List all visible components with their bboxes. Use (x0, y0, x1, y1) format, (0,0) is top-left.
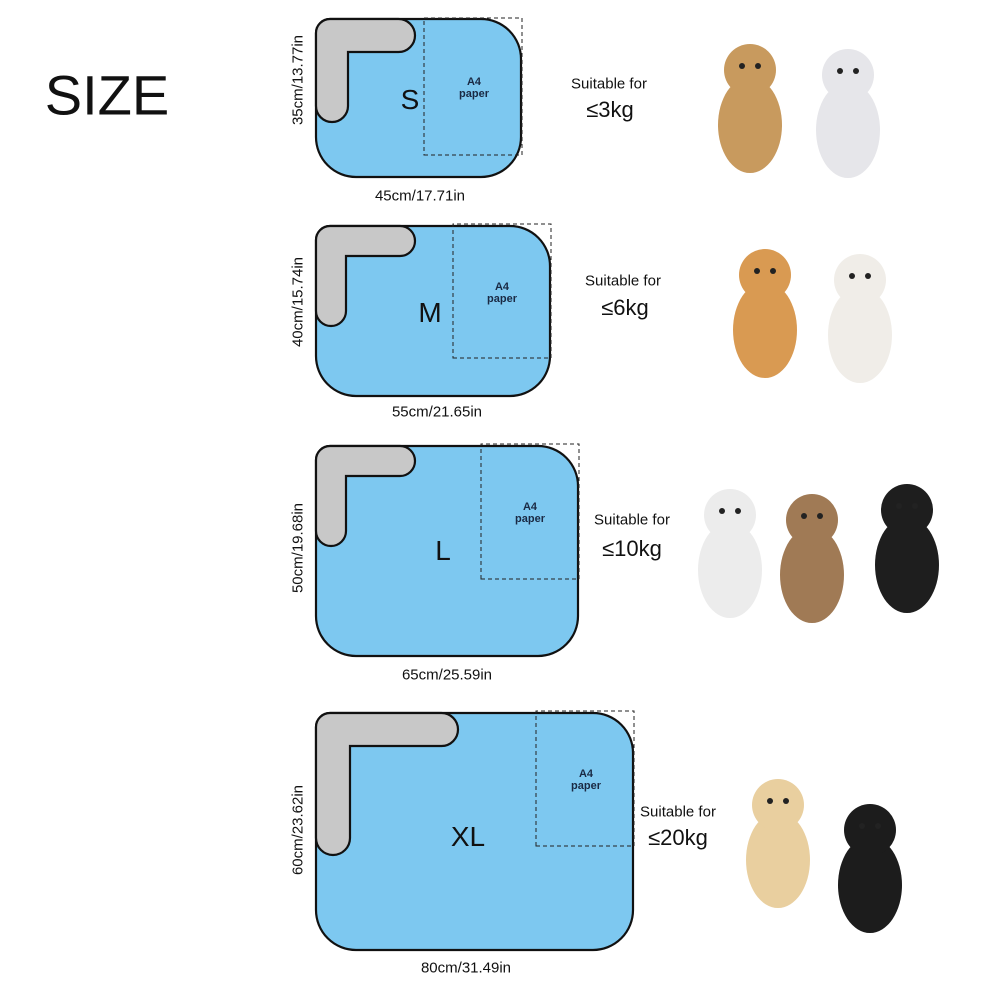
page-title: SIZE (44, 63, 170, 127)
bolster-xl (314, 711, 460, 857)
width-label-s: 45cm/17.71in (374, 187, 466, 205)
paper-text: paper (459, 88, 489, 100)
golden-retriever-eye (783, 798, 789, 804)
poodle-head (704, 489, 756, 541)
puppy-body (816, 82, 880, 178)
border-collie-body (838, 837, 902, 933)
spaniel-body (875, 517, 939, 613)
poodle-eye (735, 508, 741, 514)
kitten-body (718, 77, 782, 173)
width-label-xl: 80cm/31.49in (420, 959, 512, 977)
border-collie-head (844, 804, 896, 856)
a4-outline-m (452, 223, 552, 359)
cat-eye (849, 273, 855, 279)
golden-retriever-eye (767, 798, 773, 804)
suitable-label-m: Suitable for (585, 272, 661, 290)
kitten-eye (755, 63, 761, 69)
suitable-label-xl: Suitable for (640, 803, 716, 821)
poodle-eye (719, 508, 725, 514)
cat-body (828, 287, 892, 383)
pomeranian-body (733, 282, 797, 378)
size-label-s: S (400, 84, 420, 115)
a4-outline-s (423, 17, 523, 156)
bolster-l (314, 444, 417, 548)
poodle-body (698, 522, 762, 618)
shih-tzu-head (786, 494, 838, 546)
weight-label-xl: ≤20kg (648, 825, 708, 850)
border-collie-eye (875, 823, 881, 829)
pomeranian-eye (754, 268, 760, 274)
shih-tzu-body (780, 527, 844, 623)
spaniel-head (881, 484, 933, 536)
paper-text: paper (571, 780, 601, 792)
bolster-m (314, 224, 417, 328)
golden-retriever-head (752, 779, 804, 831)
puppy-eye (853, 68, 859, 74)
size-label-xl: XL (450, 821, 486, 852)
puppy-head (822, 49, 874, 101)
border-collie-eye (859, 823, 865, 829)
height-label-m: 40cm/15.74in (289, 256, 307, 348)
shih-tzu-eye (801, 513, 807, 519)
weight-label-m: ≤6kg (601, 295, 649, 320)
spaniel-eye (896, 503, 902, 509)
spaniel-eye (912, 503, 918, 509)
height-label-l: 50cm/19.68in (289, 502, 307, 594)
size-label-l: L (435, 535, 451, 566)
size-label-m: M (418, 297, 442, 328)
kitten-head (724, 44, 776, 96)
a4-text: A4 (578, 768, 594, 780)
a4-outline-xl (535, 710, 635, 847)
suitable-label-s: Suitable for (571, 75, 647, 93)
paper-text: paper (515, 513, 545, 525)
cat-eye (865, 273, 871, 279)
puppy-eye (837, 68, 843, 74)
pomeranian-head (739, 249, 791, 301)
suitable-label-l: Suitable for (594, 511, 670, 529)
a4-outline-l (480, 443, 580, 580)
width-label-m: 55cm/21.65in (391, 403, 483, 421)
shih-tzu-eye (817, 513, 823, 519)
height-label-s: 35cm/13.77in (289, 34, 307, 126)
weight-label-s: ≤3kg (586, 97, 634, 122)
height-label-xl: 60cm/23.62in (289, 784, 307, 876)
weight-label-l: ≤10kg (602, 536, 662, 561)
cat-head (834, 254, 886, 306)
a4-text: A4 (466, 76, 482, 88)
width-label-l: 65cm/25.59in (401, 666, 493, 684)
pomeranian-eye (770, 268, 776, 274)
golden-retriever-body (746, 812, 810, 908)
paper-text: paper (487, 293, 517, 305)
a4-text: A4 (522, 501, 538, 513)
kitten-eye (739, 63, 745, 69)
a4-text: A4 (494, 281, 510, 293)
bolster-s (314, 17, 417, 124)
